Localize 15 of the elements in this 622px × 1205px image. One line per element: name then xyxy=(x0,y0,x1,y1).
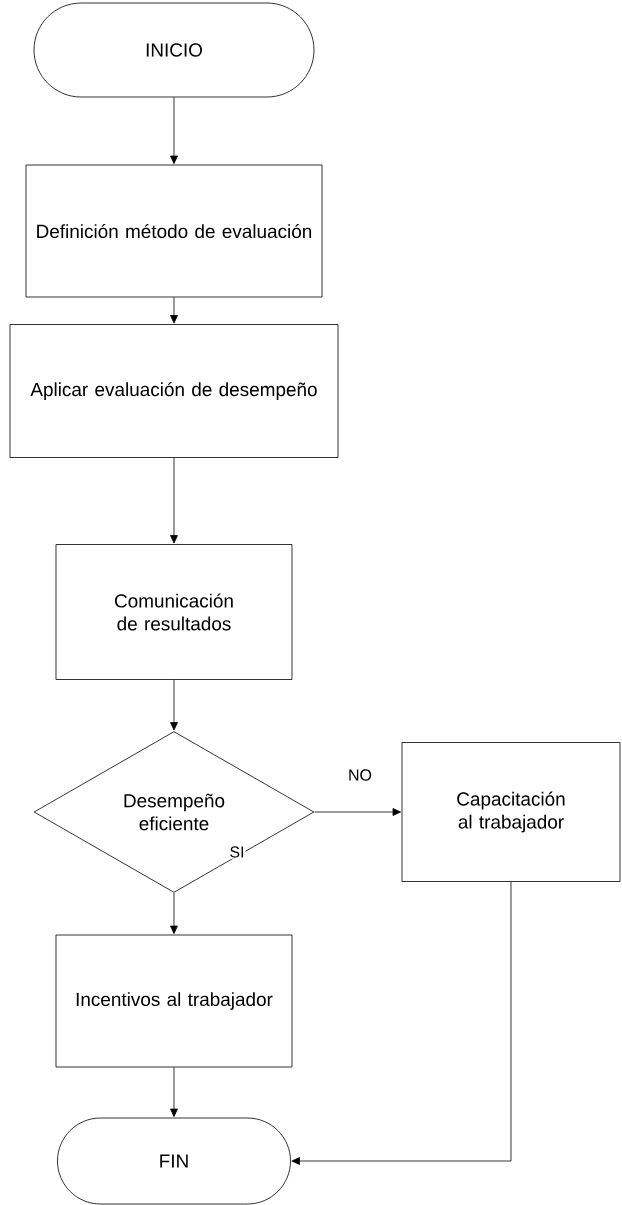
arrow xyxy=(170,457,178,544)
process-box: Aplicar evaluación de desempeño xyxy=(9,324,339,458)
process-box: Comunicación de resultados xyxy=(55,544,293,680)
edge-label: SI xyxy=(228,845,246,859)
process-box: Incentivos al trabajador xyxy=(55,934,293,1068)
process-box: Definición método de evaluación xyxy=(25,164,323,298)
edge-label: NO xyxy=(347,768,373,782)
process-box: Capacitación al trabajador xyxy=(401,742,621,882)
arrow xyxy=(170,892,178,934)
arrow xyxy=(170,679,178,731)
arrow xyxy=(314,808,401,816)
arrow xyxy=(170,297,178,324)
arrow xyxy=(291,881,512,1165)
arrow xyxy=(170,97,178,165)
arrow xyxy=(170,1067,178,1117)
